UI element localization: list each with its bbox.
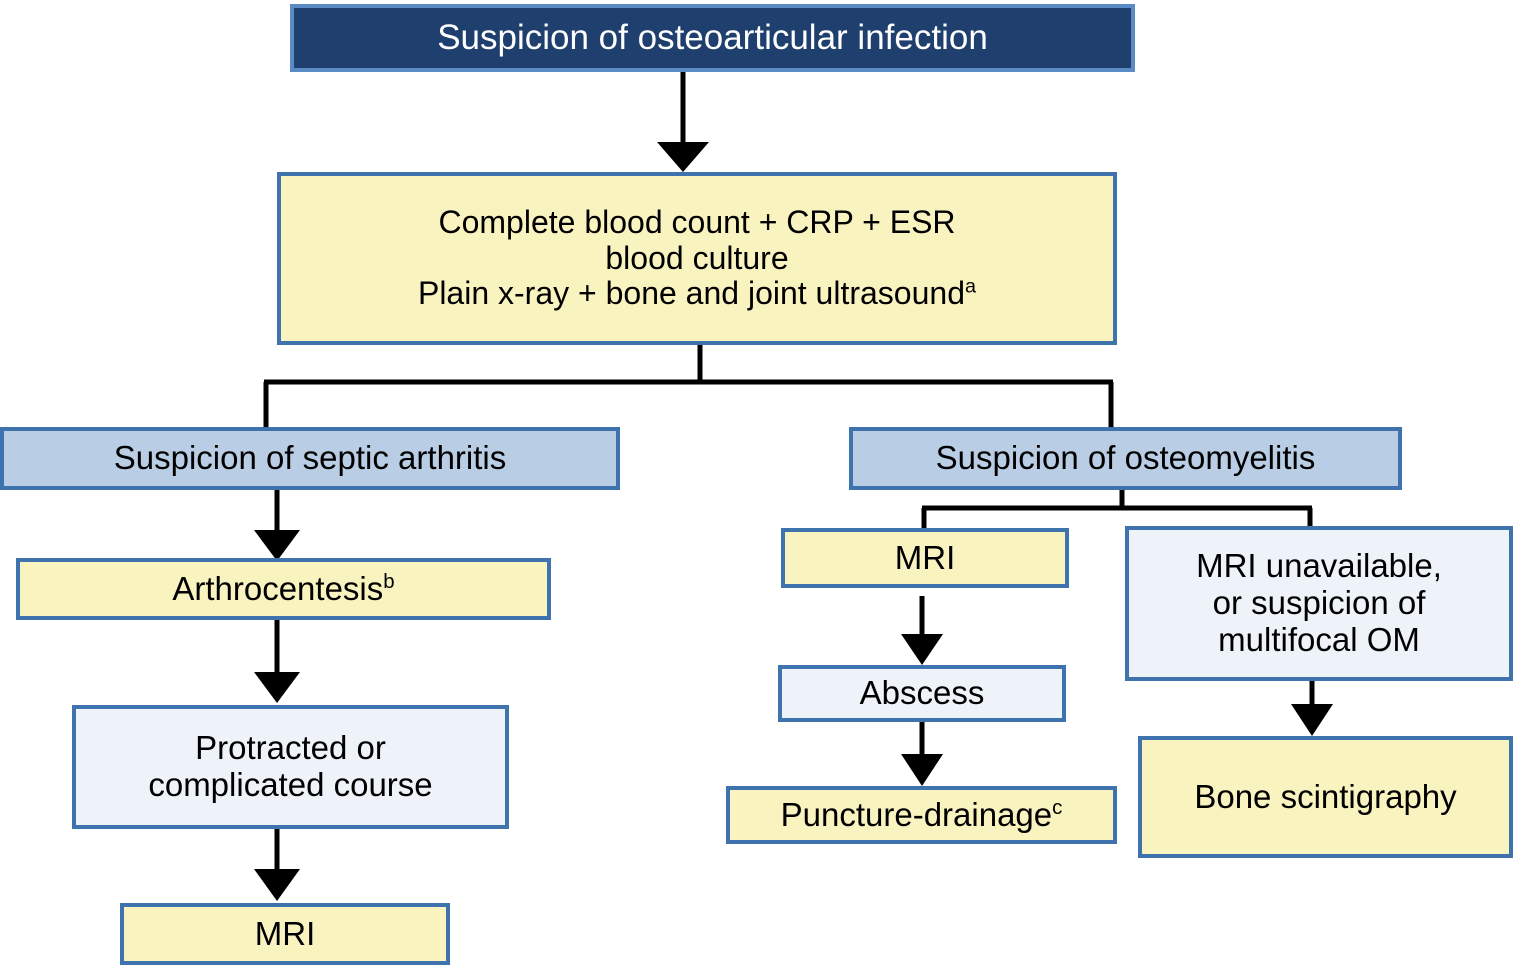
node-label: Bone scintigraphy xyxy=(1194,777,1457,815)
node-arthrocentesis[interactable]: Arthrocentesisb xyxy=(16,558,551,620)
node-label-multiline: Protracted or complicated course xyxy=(76,729,505,804)
node-label: Suspicion of osteomyelitis xyxy=(935,439,1316,477)
node-label: Abscess xyxy=(859,674,985,712)
mri-unavailable-line-1: MRI unavailable, xyxy=(1196,547,1442,585)
edge-septic-to-arthrocentesis xyxy=(254,490,300,561)
node-initial-workup[interactable]: Complete blood count + CRP + ESR blood c… xyxy=(277,172,1117,345)
node-label: MRI xyxy=(894,538,956,576)
node-label: Suspicion of osteoarticular infection xyxy=(437,18,988,58)
mri-unavailable-line-2: or suspicion of xyxy=(1212,584,1426,622)
footnote-marker-b: b xyxy=(383,569,395,593)
edge-mriom-to-abscess xyxy=(901,596,943,665)
workup-line-1: Complete blood count + CRP + ESR xyxy=(438,203,956,240)
footnote-marker-c: c xyxy=(1052,795,1063,819)
edge-mriunavail-to-scintigraphy xyxy=(1291,681,1333,736)
node-mri-osteomyelitis-branch[interactable]: MRI xyxy=(781,528,1069,588)
edge-protracted-to-mri xyxy=(254,829,300,901)
edge-workup-split xyxy=(263,345,1114,429)
node-protracted-or-complicated-course[interactable]: Protracted or complicated course xyxy=(72,705,509,829)
node-suspicion-osteoarticular-infection[interactable]: Suspicion of osteoarticular infection xyxy=(290,4,1135,72)
node-suspicion-osteomyelitis[interactable]: Suspicion of osteomyelitis xyxy=(849,427,1402,490)
puncture-drainage-text: Puncture-drainage xyxy=(780,795,1053,833)
workup-line-2: blood culture xyxy=(605,239,789,276)
node-bone-scintigraphy[interactable]: Bone scintigraphy xyxy=(1138,736,1513,858)
node-puncture-drainage[interactable]: Puncture-drainagec xyxy=(726,786,1117,844)
footnote-marker-a: a xyxy=(964,275,977,298)
node-mri-unavailable-or-multifocal[interactable]: MRI unavailable, or suspicion of multifo… xyxy=(1125,526,1513,681)
node-label: Arthrocentesisb xyxy=(20,569,547,608)
protracted-line-1: Protracted or xyxy=(195,729,386,767)
edge-abscess-to-puncture xyxy=(901,720,943,786)
edge-arthrocentesis-to-protracted xyxy=(254,620,300,703)
node-label: Puncture-drainagec xyxy=(730,795,1113,834)
node-abscess[interactable]: Abscess xyxy=(778,665,1066,722)
node-mri-septic-arthritis-branch[interactable]: MRI xyxy=(120,903,450,965)
node-suspicion-septic-arthritis[interactable]: Suspicion of septic arthritis xyxy=(0,427,620,490)
node-label-multiline: MRI unavailable, or suspicion of multifo… xyxy=(1129,547,1509,659)
node-label: MRI xyxy=(254,914,316,952)
mri-unavailable-line-3: multifocal OM xyxy=(1218,620,1420,658)
node-label: Suspicion of septic arthritis xyxy=(113,439,507,477)
node-label-multiline: Complete blood count + CRP + ESR blood c… xyxy=(281,203,1113,312)
edge-root-to-workup xyxy=(657,72,709,172)
workup-line-3: Plain x-ray + bone and joint ultrasound xyxy=(417,275,965,312)
protracted-line-2: complicated course xyxy=(148,766,433,803)
edge-osteomyelitis-split xyxy=(921,490,1313,528)
arthrocentesis-text: Arthrocentesis xyxy=(172,569,384,607)
